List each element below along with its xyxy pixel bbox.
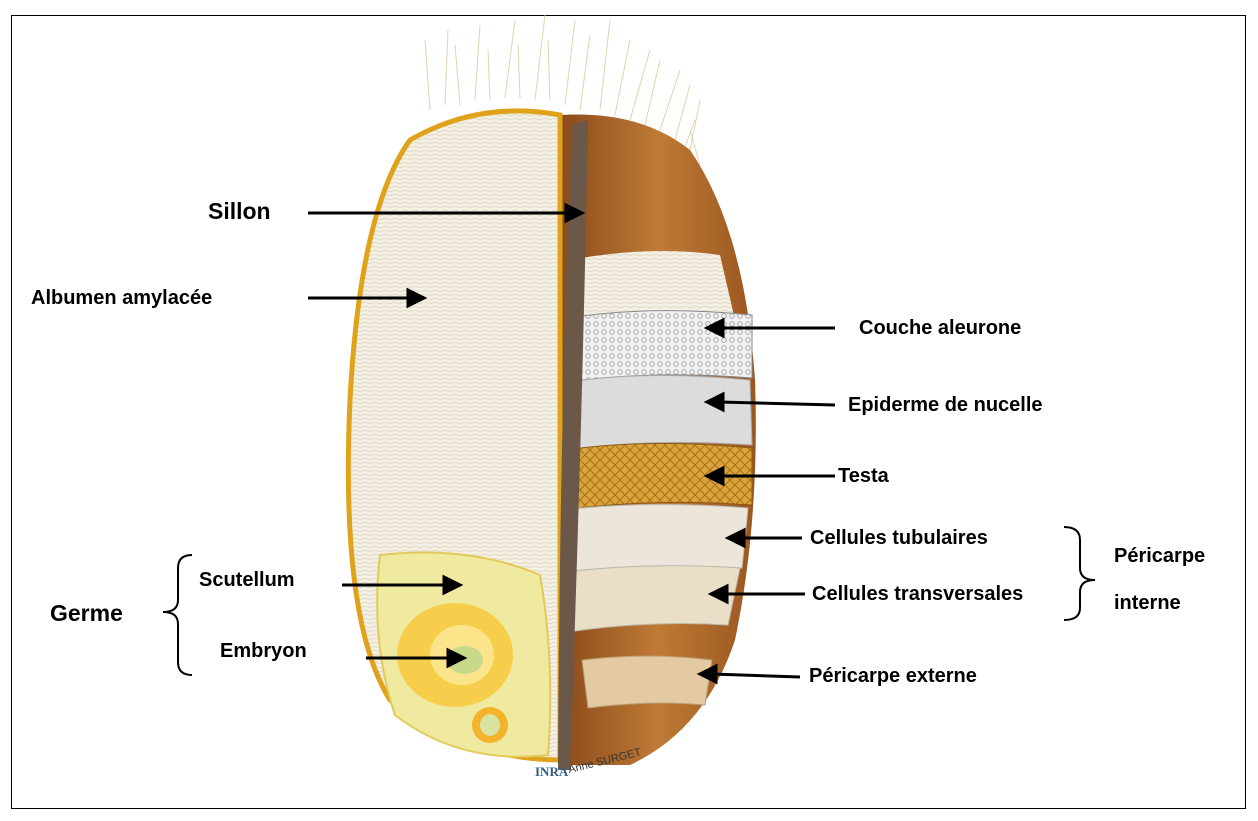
label-embryon: Embryon	[220, 640, 307, 663]
label-testa: Testa	[838, 465, 889, 488]
tubular-band	[562, 504, 748, 572]
label-cellules-tubulaires: Cellules tubulaires	[810, 527, 988, 550]
pericarpe-brace	[1064, 527, 1095, 620]
label-albumen-amylacee: Albumen amylacée	[31, 287, 212, 310]
label-couche-aleurone: Couche aleurone	[859, 317, 1021, 340]
label-pericarpe-externe: Péricarpe externe	[809, 665, 977, 688]
label-scutellum: Scutellum	[199, 569, 295, 592]
label-pericarpe-interne-line2: interne	[1114, 592, 1181, 615]
nucellus-band	[568, 375, 752, 450]
label-germe: Germe	[50, 600, 123, 627]
starch-band	[570, 251, 735, 320]
label-cellules-transversales: Cellules transversales	[812, 583, 1023, 606]
inra-logo: INRA	[535, 764, 568, 780]
label-pericarpe-interne-line1: Péricarpe	[1114, 545, 1205, 568]
outer-pericarp-band	[582, 656, 712, 708]
germe-brace	[163, 555, 192, 675]
label-sillon: Sillon	[208, 198, 271, 225]
transverse-band	[565, 566, 740, 632]
label-epiderme-de-nucelle: Epiderme de nucelle	[848, 394, 1043, 417]
